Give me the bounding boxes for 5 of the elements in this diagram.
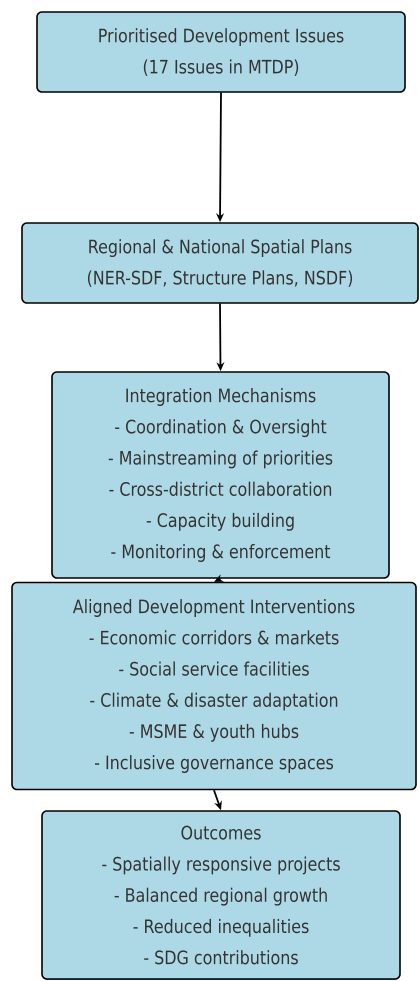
process-box: Integration Mechanisms - Coordination & Oversight - Mainstreaming of priorities - Cross-district collaboration - Capacity building - Monitoring & enforcement (51, 371, 390, 579)
process-box: Aligned Development Interventions - Economic corridors & markets - Social service facilities - Climate & disaster adaptation - MSME & youth hubs - Inclusive governance spaces (11, 582, 417, 790)
process-box: Regional & National Spatial Plans (NER-SDF, Structure Plans, NSDF) (21, 222, 419, 304)
process-box: Outcomes - Spatially responsive projects - Balanced regional growth - Reduced inequalities - SDG contributions (41, 810, 401, 980)
process-box: Prioritised Development Issues (17 Issues in MTDP) (36, 11, 406, 93)
